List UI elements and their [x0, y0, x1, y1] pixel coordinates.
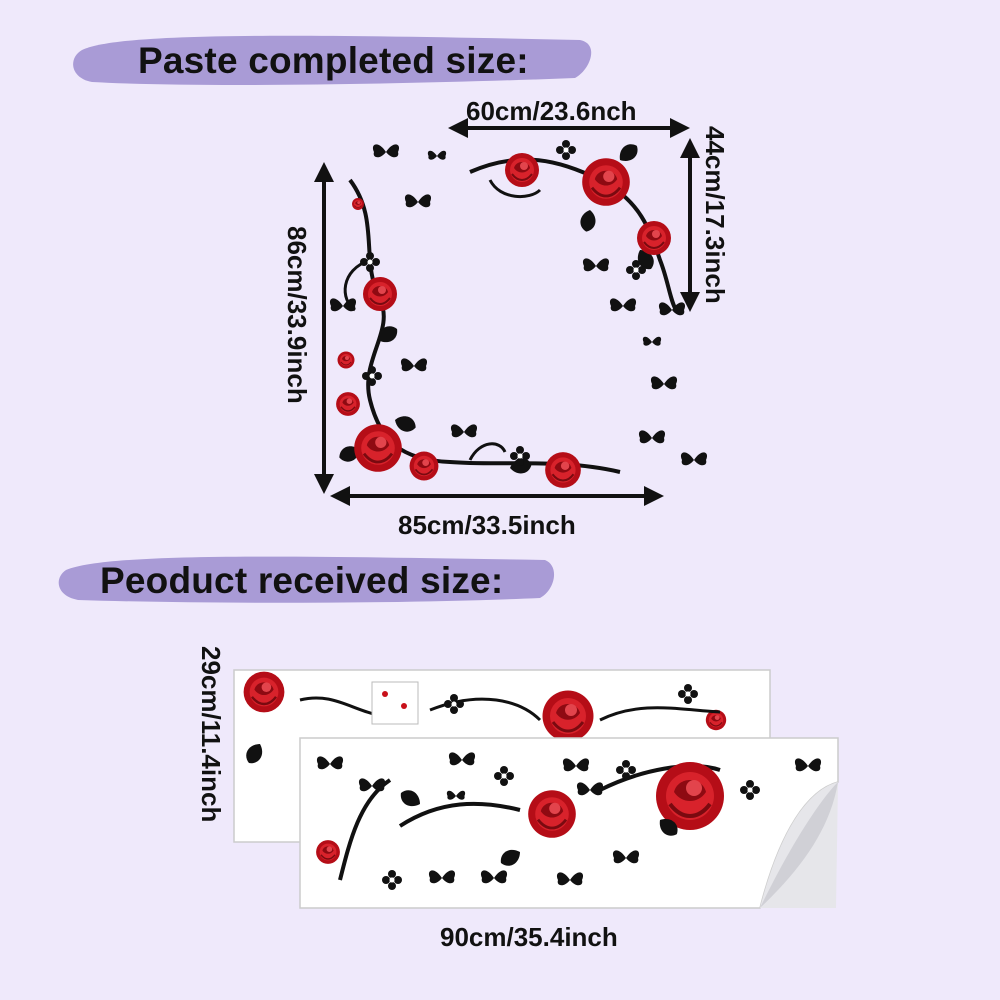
rose-icon [544, 451, 582, 489]
received-size-banner: Peoduct received size: [62, 552, 552, 612]
butterfly-icon [329, 298, 357, 312]
butterfly-icon [400, 358, 428, 372]
top-corner-vine [469, 140, 678, 312]
rose-icon [337, 351, 355, 369]
butterfly-icon [638, 430, 666, 444]
rose-icon [315, 839, 341, 865]
top-width-label: 60cm/23.6nch [466, 96, 637, 126]
butterfly-icon [582, 258, 610, 272]
rose-icon [580, 156, 632, 208]
rose-icon [504, 152, 540, 188]
rose-icon [352, 422, 404, 474]
butterfly-icon [372, 144, 400, 158]
sheet-width-label: 90cm/35.4inch [440, 922, 618, 952]
completed-size-title: Paste completed size: [138, 40, 529, 81]
butterfly-icon [650, 376, 678, 390]
rose-icon [242, 670, 286, 714]
corner-vine [335, 178, 621, 489]
right-height-label: 44cm/17.3inch [700, 126, 730, 304]
left-height-label: 86cm/33.9inch [282, 226, 312, 404]
completed-banner-brush [73, 35, 592, 85]
rose-icon [636, 220, 672, 256]
butterfly-icon [450, 424, 478, 438]
sheet-height-label: 29cm/11.4inch [196, 646, 226, 823]
completed-size-banner: Paste completed size: [78, 32, 588, 92]
rose-icon [362, 276, 398, 312]
rose-icon [351, 197, 365, 211]
butterfly-icon [404, 194, 432, 208]
sticker-sheet-front [299, 737, 839, 909]
dimension-arrows [314, 118, 700, 506]
rose-icon [541, 689, 595, 743]
butterfly-icon [427, 150, 447, 160]
rose-icon [335, 391, 361, 417]
bottom-width-label: 85cm/33.5inch [398, 510, 576, 540]
received-banner-brush [58, 556, 555, 603]
rose-icon [526, 788, 578, 840]
rose-icon [408, 450, 440, 482]
butterfly-icon [642, 336, 662, 346]
butterfly-icon [609, 298, 637, 312]
butterfly-icon [680, 452, 708, 466]
received-size-title: Peoduct received size: [100, 560, 504, 601]
